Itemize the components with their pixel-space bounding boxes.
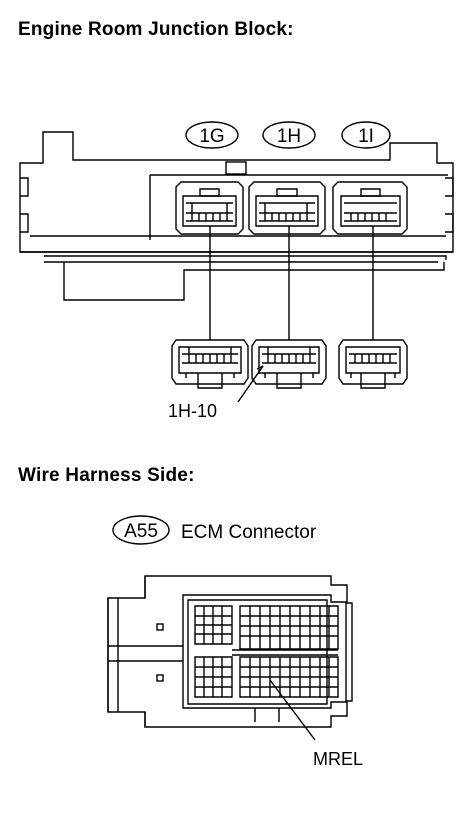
mating-connector-1h	[251, 339, 327, 389]
pin-callout-1h-10: 1H-10	[168, 365, 264, 421]
svg-text:1H-10: 1H-10	[168, 401, 217, 421]
svg-text:1H: 1H	[277, 126, 301, 147]
connector-label-1h: 1H	[262, 121, 316, 149]
junction-block-housing	[19, 131, 454, 301]
wire-harness-heading: Wire Harness Side:	[18, 465, 195, 486]
terminal-callout-mrel: MREL	[269, 679, 363, 769]
connector-leader-lines	[209, 226, 374, 340]
mating-connector-1i	[338, 339, 408, 389]
ecm-connector-label: A55 ECM Connector	[112, 515, 317, 545]
ecm-connector	[107, 575, 353, 728]
svg-text:1I: 1I	[358, 126, 374, 147]
junction-block-heading: Engine Room Junction Block:	[18, 19, 294, 40]
svg-text:A55: A55	[124, 521, 158, 542]
block-connector-1g	[175, 181, 244, 235]
connector-label-1g: 1G	[185, 121, 239, 149]
connector-label-1i: 1I	[341, 121, 391, 149]
mating-connector-1g	[171, 339, 249, 389]
svg-text:MREL: MREL	[313, 749, 363, 769]
svg-text:1G: 1G	[199, 126, 224, 147]
svg-text:ECM Connector: ECM Connector	[181, 522, 317, 543]
block-connector-1h	[248, 181, 326, 235]
block-connector-1i	[332, 181, 408, 235]
